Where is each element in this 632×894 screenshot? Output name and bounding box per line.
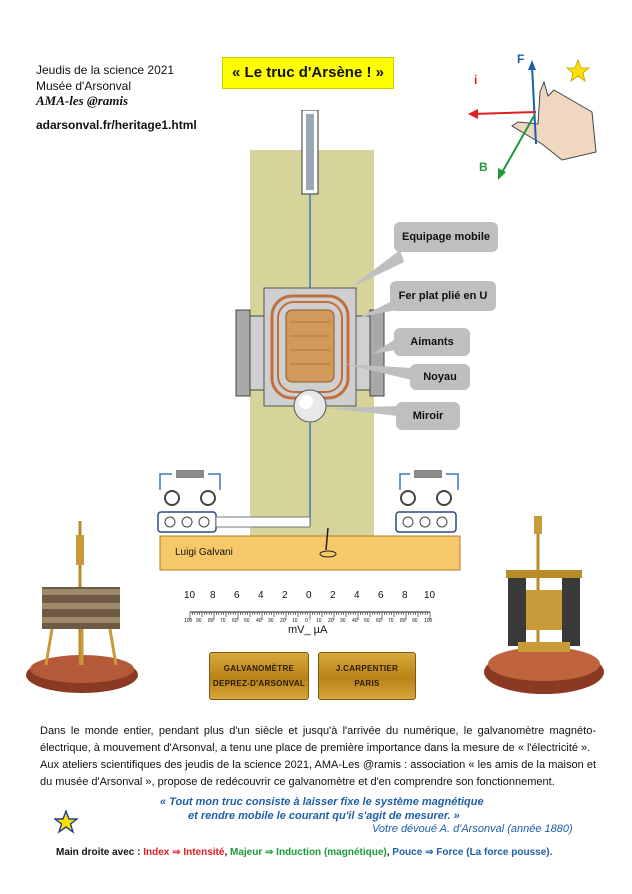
plaque-galvanometre: GALVANOMÈTRE DEPREZ-D'ARSONVAL [209, 652, 309, 700]
scale-bottom-tick: 40 [352, 618, 358, 624]
scale-top-tick: 10 [424, 590, 436, 601]
scale-bottom-tick: 10 [292, 618, 298, 624]
hand-rule-legend: Main droite avec : Index ⇒ Intensité, Ma… [56, 847, 552, 858]
galvanometer-photo-right [484, 516, 604, 694]
callout-equipage-mobile: Equipage mobile [394, 222, 498, 252]
scale-bottom-tick: 20 [280, 618, 286, 624]
legend-arrow: ⇒ [262, 847, 277, 858]
scale-top-tick: 6 [234, 590, 240, 601]
plaque-carpentier: J.CARPENTIER PARIS [318, 652, 416, 700]
base-label: Luigi Galvani [175, 547, 233, 558]
galvanometer-photo-left [26, 521, 138, 693]
right-hand-rule-illustration [468, 58, 597, 180]
star-icon [54, 810, 78, 834]
legend-intensite: Intensité [183, 847, 225, 858]
current-label: i [474, 73, 478, 87]
scale-top-tick: 8 [210, 590, 216, 601]
legend-arrow: ⇒ [169, 847, 184, 858]
scale-bottom-labels: 100 90 80 70 60 50 40 30 20 10 0 10 20 3… [184, 618, 436, 628]
quote-line-2: et rendre mobile le courant qu'il s'agit… [188, 810, 460, 822]
scale-bottom-tick: 100 [184, 618, 193, 624]
scale-bottom-tick: 30 [340, 618, 346, 624]
scale-bottom-tick: 90 [412, 618, 418, 624]
scale-bottom-tick: 70 [388, 618, 394, 624]
callout-fer-plat: Fer plat plié en U [390, 281, 496, 311]
legend-sep: , [386, 847, 393, 858]
scale-bottom-tick: 80 [208, 618, 214, 624]
header-line-2: Musée d'Arsonval [36, 79, 132, 93]
force-label: F [517, 52, 525, 66]
measurement-scale [189, 611, 431, 620]
legend-force: Force (La force pousse). [436, 847, 553, 858]
callout-aimants: Aimants [394, 328, 470, 356]
scale-top-tick: 4 [354, 590, 360, 601]
header-association: AMA-les @ramis [36, 93, 129, 108]
legend-arrow: ⇒ [422, 847, 437, 858]
field-label: B [479, 160, 488, 174]
legend-prefix: Main droite avec : [56, 847, 144, 858]
scale-top-tick: 6 [378, 590, 384, 601]
scale-bottom-tick: 0 [305, 618, 308, 624]
page-title: « Le truc d'Arsène ! » [222, 57, 394, 89]
plaque-right-line1: J.CARPENTIER [335, 664, 399, 673]
scale-bottom-tick: 50 [364, 618, 370, 624]
website-link[interactable]: adarsonval.fr/heritage1.html [36, 118, 197, 132]
scale-bottom-tick: 20 [328, 618, 334, 624]
scale-bottom-tick: 30 [268, 618, 274, 624]
scale-top-tick: 10 [184, 590, 196, 601]
signature: Votre dévoué A. d'Arsonval (année 1880) [372, 823, 573, 835]
scale-top-tick: 2 [282, 590, 288, 601]
scale-top-tick: 0 [306, 590, 312, 601]
legend-sep: , [224, 847, 230, 858]
scale-bottom-tick: 70 [220, 618, 226, 624]
plaque-left-line1: GALVANOMÈTRE [223, 664, 295, 673]
plaque-right-line2: PARIS [354, 679, 380, 688]
legend-index: Index [143, 847, 170, 858]
scale-bottom-tick: 80 [400, 618, 406, 624]
callout-miroir: Miroir [396, 402, 460, 430]
scale-bottom-tick: 10 [316, 618, 322, 624]
scale-top-labels: 10 8 6 4 2 0 2 4 6 8 10 [182, 590, 438, 604]
scale-top-tick: 2 [330, 590, 336, 601]
legend-induction: Induction (magnétique) [276, 847, 387, 858]
scale-bottom-tick: 90 [196, 618, 202, 624]
scale-bottom-tick: 40 [256, 618, 262, 624]
plaque-left-line2: DEPREZ-D'ARSONVAL [212, 679, 306, 688]
scale-bottom-tick: 100 [424, 618, 433, 624]
scale-top-tick: 4 [258, 590, 264, 601]
galvanometer-diagram [157, 110, 461, 571]
scale-bottom-tick: 60 [232, 618, 238, 624]
callout-noyau: Noyau [410, 364, 470, 390]
scale-bottom-tick: 50 [244, 618, 250, 624]
quote-line-1: « Tout mon truc consiste à laisser fixe … [160, 796, 484, 808]
scale-top-tick: 8 [402, 590, 408, 601]
header-line-1: Jeudis de la science 2021 [36, 63, 175, 77]
legend-pouce: Pouce [392, 847, 423, 858]
scale-bottom-tick: 60 [376, 618, 382, 624]
body-paragraph-2: Aux ateliers scientifiques des jeudis de… [40, 759, 596, 788]
scale-unit: mV_ µA [288, 624, 328, 636]
body-paragraph-1: Dans le monde entier, pendant plus d'un … [40, 725, 596, 754]
legend-majeur: Majeur [230, 847, 263, 858]
